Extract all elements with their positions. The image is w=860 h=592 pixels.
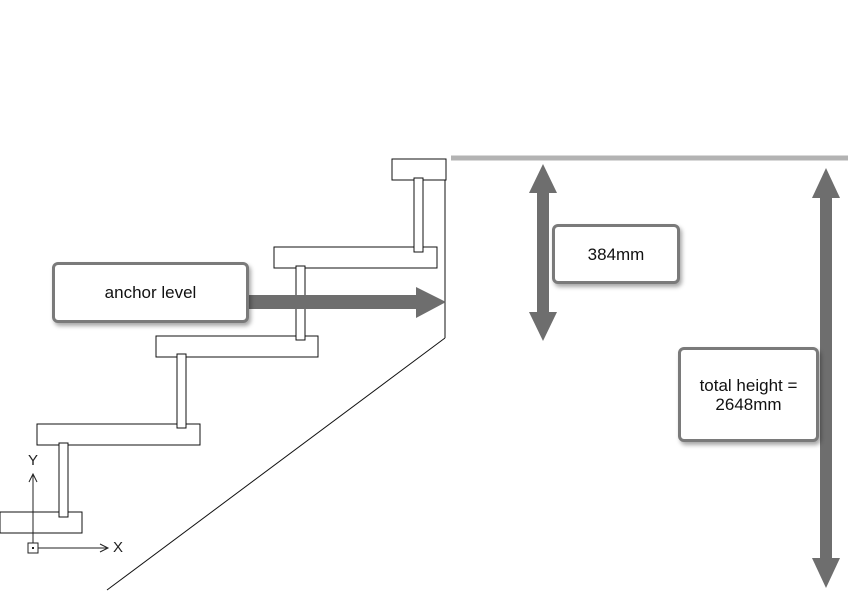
gap-label: 384mm: [587, 244, 645, 264]
tread-2: [36, 423, 201, 446]
stair-stringer: [106, 160, 446, 591]
total-height-value: 2648mm: [715, 394, 782, 414]
total-height-double-arrow: [812, 168, 840, 588]
anchor-arrow: [246, 287, 446, 318]
tread-5: [391, 158, 447, 181]
ucs-icon: [27, 472, 110, 554]
gap-double-arrow: [529, 164, 557, 341]
ucs-x-label: X: [113, 539, 124, 556]
tread-3: [155, 335, 319, 358]
total-height-label: total height =: [699, 375, 798, 395]
total-height-callout: total height = 2648mm: [678, 347, 819, 442]
anchor-level-callout: anchor level: [52, 262, 249, 323]
gap-callout: 384mm: [552, 224, 680, 284]
spacer-1: [58, 442, 69, 518]
tread-1: [0, 511, 83, 534]
anchor-level-label: anchor level: [104, 283, 197, 302]
spacer-4: [413, 177, 424, 253]
spacer-2: [176, 353, 187, 429]
ucs-y-label: Y: [28, 452, 39, 469]
tread-4: [273, 246, 438, 269]
stair-treads: [0, 158, 447, 534]
